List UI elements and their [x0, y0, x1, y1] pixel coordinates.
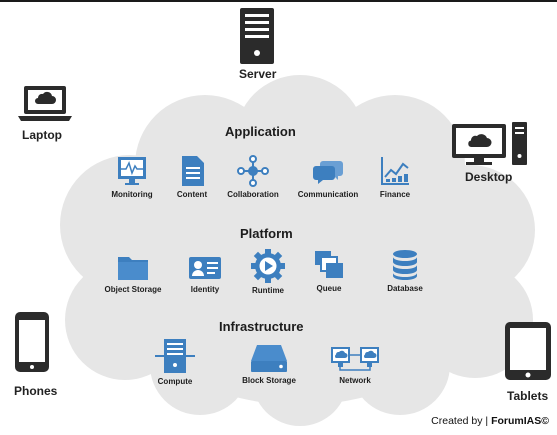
runtime-label: Runtime — [252, 286, 284, 295]
phone-icon — [15, 312, 49, 372]
phones-label: Phones — [14, 384, 58, 398]
platform-title: Platform — [240, 226, 293, 241]
tablet-icon — [505, 322, 551, 380]
content-label: Content — [176, 190, 208, 199]
platform-item-database: Database — [365, 249, 445, 293]
desktop-label: Desktop — [465, 170, 513, 184]
infra-item-block-storage: Block Storage — [229, 343, 309, 385]
chat-bubbles-icon — [313, 161, 343, 184]
monitoring-icon — [118, 157, 146, 185]
laptop-label: Laptop — [22, 128, 62, 142]
platform-item-object-storage: Object Storage — [93, 252, 173, 294]
infra-item-compute: Compute — [135, 338, 215, 386]
server-icon — [240, 8, 274, 64]
compute-label: Compute — [157, 377, 193, 386]
block-storage-label: Block Storage — [242, 376, 296, 385]
stacked-windows-icon — [315, 251, 343, 278]
app-item-monitoring: Monitoring — [92, 155, 172, 199]
queue-label: Queue — [316, 284, 342, 293]
credit-text: Created by | ForumIAS© — [431, 415, 549, 427]
monitoring-label: Monitoring — [111, 190, 153, 199]
application-title: Application — [225, 124, 296, 139]
desktop-icon — [452, 122, 527, 165]
app-item-finance: Finance — [355, 155, 435, 199]
document-icon — [182, 156, 204, 186]
laptop-icon — [18, 86, 72, 121]
app-item-content: Content — [152, 155, 232, 199]
network-label: Network — [339, 376, 371, 385]
database-icon — [393, 250, 417, 280]
finance-label: Finance — [379, 190, 411, 199]
collaboration-label: Collaboration — [227, 190, 279, 199]
platform-item-identity: Identity — [165, 252, 245, 294]
server-label: Server — [239, 67, 277, 81]
platform-item-runtime: Runtime — [228, 249, 308, 295]
credit-brand: ForumIAS© — [491, 415, 549, 427]
line-chart-icon — [381, 157, 409, 185]
folder-icon — [118, 257, 148, 280]
app-item-collaboration: Collaboration — [213, 155, 293, 199]
top-border-line — [0, 0, 557, 2]
infrastructure-title: Infrastructure — [219, 319, 304, 334]
server-rack-icon — [155, 339, 195, 373]
id-card-icon — [189, 257, 221, 279]
platform-item-queue: Queue — [289, 249, 369, 293]
communication-label: Communication — [297, 190, 359, 199]
hard-drive-icon — [251, 345, 287, 372]
network-nodes-icon — [237, 155, 269, 187]
identity-label: Identity — [190, 285, 220, 294]
tablets-label: Tablets — [507, 389, 549, 403]
infra-item-network: Network — [315, 345, 395, 385]
network-computers-icon — [331, 347, 379, 371]
database-label: Database — [387, 284, 423, 293]
app-item-communication: Communication — [288, 155, 368, 199]
gear-play-icon — [251, 249, 285, 283]
object-storage-label: Object Storage — [104, 285, 162, 294]
credit-prefix: Created by | — [431, 415, 489, 427]
